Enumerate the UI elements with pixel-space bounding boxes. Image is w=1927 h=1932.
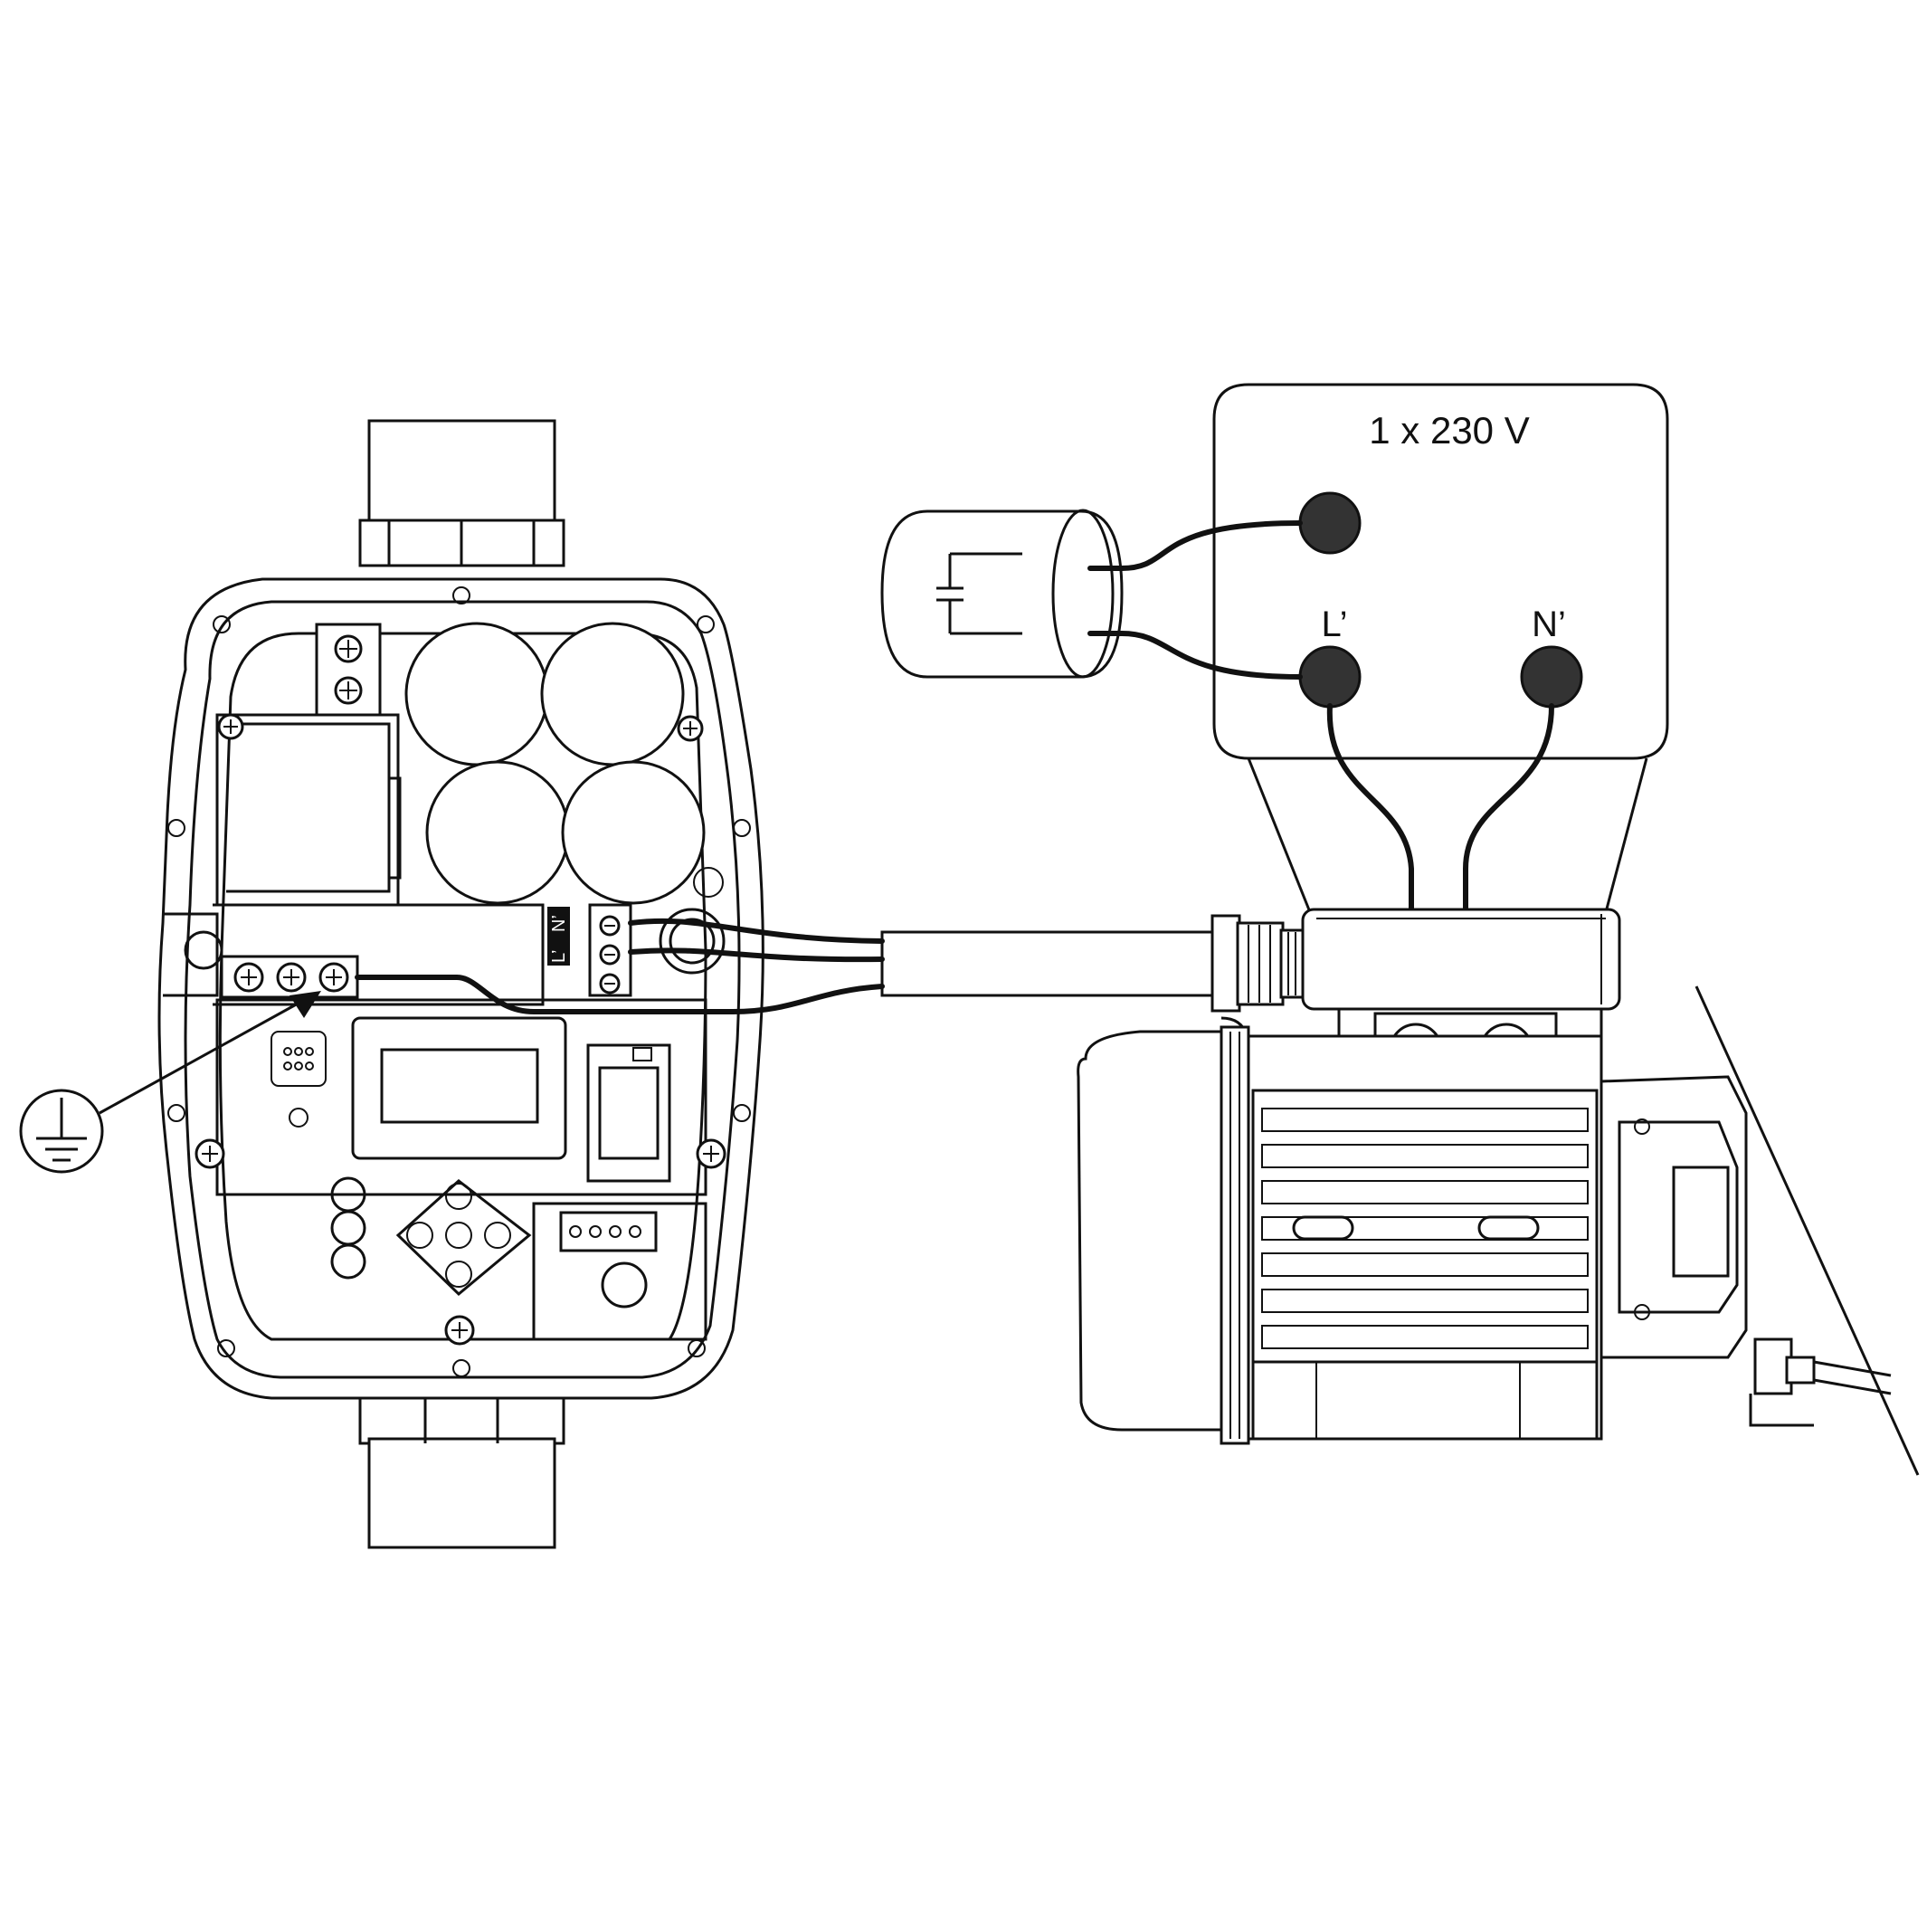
motor-cable [880, 914, 1308, 1013]
capacitor-icon [880, 509, 1303, 680]
connector-socket [586, 1043, 671, 1183]
keypad [395, 1179, 532, 1297]
pcb-pins [283, 1047, 314, 1071]
capacitor-bank [404, 622, 706, 905]
earth-terminal-block [220, 955, 359, 999]
pcb-connector [559, 1211, 658, 1309]
cooling-fins [1261, 1108, 1589, 1349]
controller-terminal-label-L: L’ [549, 950, 569, 963]
mount-screw [195, 1138, 225, 1169]
voltage-label: 1 x 230 V [1369, 409, 1529, 452]
mount-screw [444, 1315, 475, 1346]
earth-ground-icon [19, 1089, 104, 1174]
mount-screw [677, 715, 704, 742]
pump-motor [1077, 908, 1920, 1476]
motor-terminal-box: 1 x 230 V L’ N’ [1212, 383, 1669, 913]
controller-wires [355, 918, 885, 1014]
mount-screw [696, 1138, 726, 1169]
controller-output-terminal: L’ N’ [547, 903, 632, 997]
pressure-controller: L’ N’ [157, 419, 764, 1549]
top-screw-terminal [315, 623, 382, 717]
controller-terminal-label-N: N’ [549, 915, 569, 932]
terminal-L [1298, 645, 1362, 709]
housing-screw-holes [167, 586, 751, 1377]
display-window [351, 1016, 567, 1160]
cable-gland [1210, 914, 1308, 1013]
mount-screw [217, 713, 244, 740]
earth-leader-arrow [99, 991, 321, 1115]
top-fitting [358, 419, 565, 567]
terminal-N [1520, 645, 1583, 709]
terminal-L-label: L’ [1322, 604, 1348, 644]
terminal-unlabeled [1298, 491, 1362, 555]
terminal-N-label: N’ [1532, 604, 1566, 644]
status-leds [330, 1176, 366, 1280]
bottom-fitting [358, 1392, 565, 1549]
